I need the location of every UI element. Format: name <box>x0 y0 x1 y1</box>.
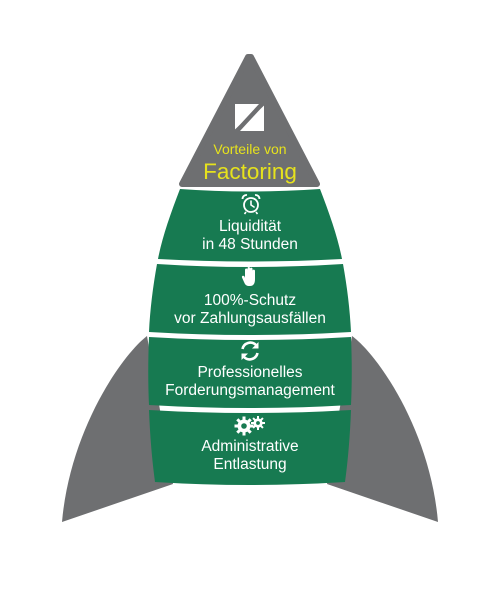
band-1-text: Liquidität in 48 Stunden <box>0 218 500 255</box>
nose-cone <box>179 54 320 187</box>
band-2-text: 100%-Schutz vor Zahlungsausfällen <box>0 292 500 329</box>
refresh-icon <box>241 341 259 361</box>
band-4-text: Administrative Entlastung <box>0 438 500 475</box>
band-1-line1: Liquidität <box>218 218 282 235</box>
nose-title-line2: Factoring <box>203 158 297 184</box>
nose-title-line1: Vorteile von <box>213 141 287 157</box>
band-3-text: Professionelles Forderungsmanagement <box>0 364 500 401</box>
nose-title: Vorteile von Factoring <box>0 141 500 184</box>
band-1-line2: in 48 Stunden <box>202 236 298 254</box>
band-1-shape <box>158 189 342 262</box>
band-4-line1: Administrative <box>201 438 299 455</box>
factoring-logo-icon <box>233 102 266 133</box>
band-4-shape <box>149 410 351 485</box>
gears-icon <box>234 416 265 436</box>
hand-icon <box>241 267 255 286</box>
band-3-line1: Professionelles <box>197 364 303 381</box>
band-2-line1: 100%-Schutz <box>203 292 297 309</box>
band-2-line2: vor Zahlungsausfällen <box>174 310 326 328</box>
alarm-clock-icon <box>241 194 261 215</box>
left-fin <box>62 336 173 522</box>
band-3-shape <box>148 337 352 408</box>
band-4-line2: Entlastung <box>213 456 287 474</box>
band-3-line2: Forderungsmanagement <box>165 382 335 400</box>
right-fin <box>327 336 438 522</box>
band-2-shape <box>149 264 351 335</box>
